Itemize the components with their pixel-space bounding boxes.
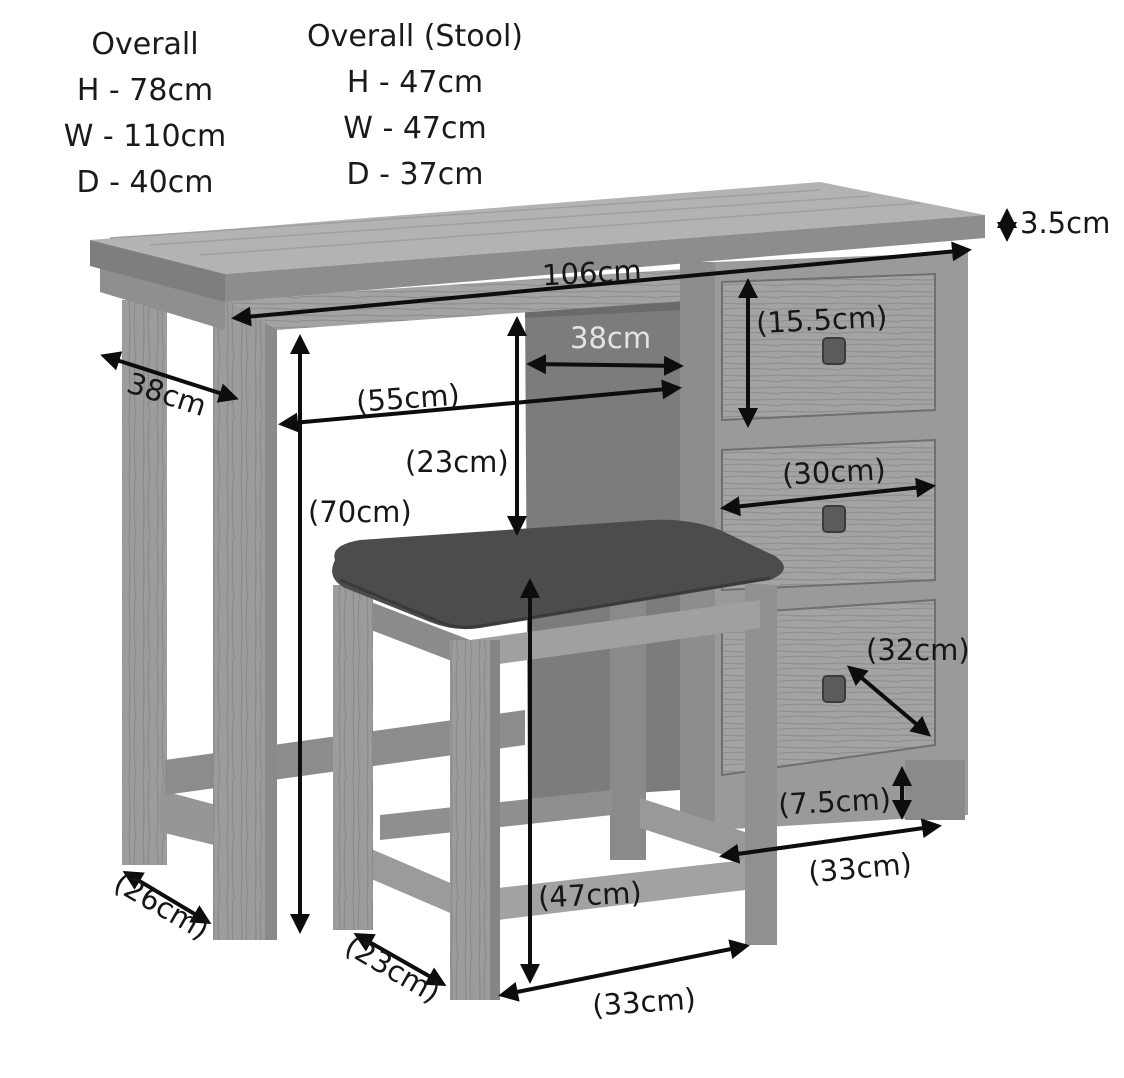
drawer-knob-bottom (822, 675, 846, 703)
label-drawer-depth: (32cm) (866, 633, 970, 667)
arrow-stool-depth (353, 933, 447, 986)
stool-width: W - 47cm (343, 111, 487, 146)
drawer-knob-middle (822, 505, 846, 533)
arrow-pedestal-depth (719, 818, 942, 864)
stool-back-right-leg (745, 585, 777, 945)
arrow-side-depth (100, 351, 239, 403)
label-stool-depth: (23cm) (339, 928, 446, 1009)
label-foot-depth: (26cm) (108, 865, 215, 946)
label-pedestal-depth: (33cm) (807, 847, 913, 890)
stool-seat (332, 519, 784, 630)
label-panel-depth: 38cm (570, 321, 651, 355)
overall-depth: D - 40cm (76, 165, 214, 200)
arrow-panel-depth (526, 354, 684, 376)
label-knee-width: (55cm) (355, 378, 461, 419)
overall-width: W - 110cm (63, 119, 227, 154)
stool-title: Overall (Stool) (306, 19, 523, 54)
stool-front-left-leg (333, 585, 373, 930)
stool-apron-front (470, 600, 760, 668)
dimension-arrows (100, 208, 1017, 1002)
label-stool-height: (47cm) (537, 875, 642, 914)
arrow-stool-width (498, 939, 750, 1002)
stool-stretcher-left (355, 842, 455, 915)
drawer-knob-top (822, 337, 846, 365)
arrow-knee-width (278, 379, 682, 433)
arrow-drawer-width (720, 477, 936, 517)
stool-stretcher-right (640, 798, 745, 862)
label-top-thickness: 3.5cm (1020, 206, 1110, 240)
label-stool-width: (33cm) (591, 981, 697, 1022)
drawer-top (721, 272, 936, 422)
label-drawer-height: (15.5cm) (755, 299, 888, 340)
label-knee-height: (23cm) (405, 445, 509, 479)
overall-height: H - 78cm (76, 73, 214, 108)
table-top-side-edge (90, 240, 225, 302)
stool-height: H - 47cm (346, 65, 484, 100)
pedestal-foot (905, 760, 965, 820)
label-top-width: 106cm (541, 253, 642, 292)
label-drawer-width: (30cm) (781, 452, 886, 491)
stool-depth: D - 37cm (346, 157, 484, 192)
overall-spec: Overall H - 78cm W - 110cm D - 40cm (40, 22, 250, 206)
arrow-foot-depth (122, 870, 212, 925)
stool (332, 519, 784, 1000)
arrow-drawer-depth (846, 665, 932, 737)
arrow-top-width (231, 241, 972, 327)
overall-title: Overall (91, 27, 199, 62)
stool-stretcher-front (498, 860, 745, 920)
label-leg-height: (70cm) (308, 495, 412, 529)
stool-spec: Overall (Stool) H - 47cm W - 47cm D - 37… (290, 14, 540, 198)
stool-apron-side (345, 592, 470, 668)
label-plinth-height: (7.5cm) (777, 782, 892, 822)
